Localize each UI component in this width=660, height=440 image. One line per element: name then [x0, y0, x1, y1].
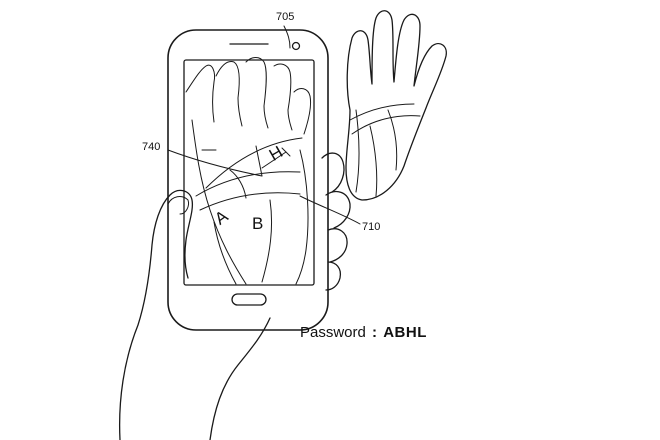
finger-1: [321, 152, 345, 193]
screen-palm-image: [185, 57, 311, 285]
leader-lines: [167, 25, 361, 225]
thumb-outline: [119, 189, 194, 440]
phone-body: [167, 29, 329, 331]
hand-lower-edge: [209, 317, 271, 440]
finger-4: [325, 261, 342, 291]
password-value: ABHL: [383, 324, 427, 341]
ref-label-710: 710: [362, 221, 381, 233]
leader-705: [283, 25, 291, 49]
password-separator: :: [372, 324, 378, 341]
ref-label-740: 740: [142, 141, 161, 153]
palm-letter-b: B: [252, 214, 264, 233]
home-button: [231, 293, 267, 306]
finger-3: [327, 228, 348, 263]
leader-740: [167, 149, 263, 177]
finger-2: [325, 190, 351, 229]
phone-screen: [183, 59, 315, 286]
thumbnail: [167, 196, 189, 215]
smartphone: [167, 29, 329, 331]
password-caption: Password : ABHL: [300, 324, 427, 341]
reference-hand-outline: [345, 10, 447, 201]
password-label: Password: [300, 324, 366, 341]
front-camera: [291, 41, 301, 51]
ref-label-705: 705: [276, 11, 295, 23]
holding-hand: [119, 152, 351, 440]
leader-710: [299, 195, 361, 225]
reference-hand: [345, 10, 447, 201]
